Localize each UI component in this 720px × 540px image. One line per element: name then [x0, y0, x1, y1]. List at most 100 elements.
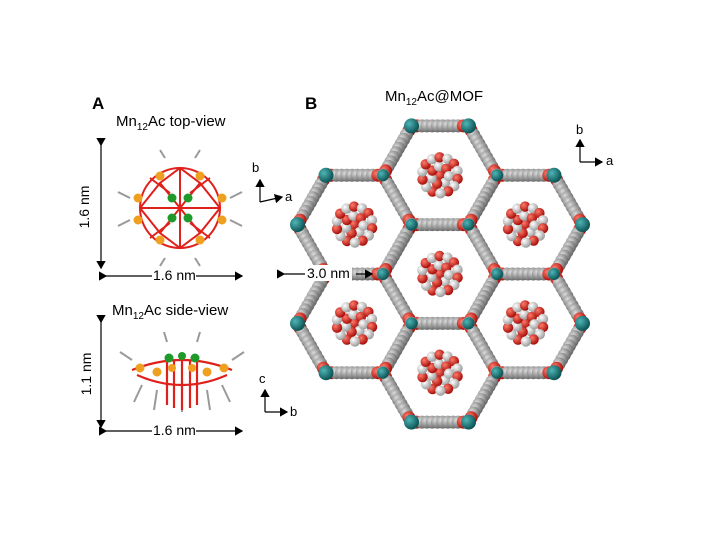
- mn12ac-side-view-structure: [119, 331, 245, 412]
- side-view-width-label: 1.6 nm: [153, 422, 196, 438]
- cluster-atom: [426, 271, 437, 283]
- cluster-atom: [348, 201, 360, 212]
- cluster-atom: [348, 300, 360, 311]
- cluster-atom: [519, 300, 531, 311]
- title-prefix: Mn: [385, 88, 406, 105]
- cluster-atom: [417, 371, 428, 383]
- cluster-atom: [529, 220, 540, 231]
- cluster-atom: [520, 336, 532, 347]
- cluster-atom: [502, 322, 514, 333]
- metal-node: [404, 414, 419, 430]
- b-axis-a-label: a: [606, 153, 614, 168]
- metal-node: [377, 268, 389, 280]
- cluster-atom: [537, 313, 549, 325]
- cluster-atom: [520, 237, 532, 248]
- cluster-atom: [435, 188, 446, 199]
- cluster-atom: [434, 367, 446, 378]
- mn12ac-guest-cluster: [417, 152, 463, 199]
- cluster-atom: [443, 368, 455, 379]
- cluster-atom: [340, 222, 352, 233]
- metal-node: [491, 366, 503, 379]
- top-axis-a-arrow: [259, 193, 284, 204]
- cluster-atom: [340, 321, 352, 332]
- metal-node: [462, 218, 475, 231]
- metal-node: [377, 366, 389, 379]
- cluster-atom: [366, 215, 378, 226]
- cluster-atom: [331, 322, 343, 333]
- mn12ac-guest-cluster: [502, 300, 549, 347]
- metal-node: [461, 414, 476, 430]
- b-axis-b-label: b: [576, 122, 584, 137]
- cluster-atom: [366, 313, 378, 325]
- mn12ac-guest-cluster: [502, 201, 549, 248]
- caption-prefix: Mn: [116, 113, 137, 130]
- cluster-atom: [452, 264, 463, 275]
- cluster-atom: [417, 273, 428, 284]
- mof-metal-nodes: [290, 118, 590, 430]
- cluster-atom: [426, 370, 437, 381]
- cluster-atom: [511, 321, 523, 332]
- cluster-atom: [443, 269, 455, 281]
- cluster-atom: [358, 319, 369, 330]
- top-view-width-label: 1.6 nm: [153, 267, 196, 283]
- caption-sub: 12: [132, 311, 144, 322]
- mn12ac-guest-cluster: [331, 201, 378, 248]
- cluster-atom: [435, 286, 446, 298]
- metal-node: [290, 217, 305, 233]
- metal-node: [575, 217, 590, 233]
- mn12ac-guest-cluster: [417, 349, 463, 396]
- cluster-atom: [434, 152, 445, 163]
- cluster-atom: [443, 171, 455, 182]
- cluster-atom: [349, 219, 360, 230]
- cluster-atom: [452, 165, 463, 177]
- metal-node: [546, 167, 562, 183]
- top-axis-a-label: a: [285, 189, 293, 204]
- metal-node: [462, 317, 475, 330]
- metal-node: [405, 218, 418, 231]
- cluster-atom: [434, 250, 445, 262]
- cluster-atom: [537, 215, 549, 226]
- cluster-atom: [434, 349, 445, 360]
- cluster-atom: [520, 318, 531, 329]
- cluster-atom: [519, 201, 531, 212]
- caption-suffix: Ac top-view: [147, 113, 226, 130]
- mn12ac-top-view-structure: [117, 149, 243, 267]
- side-view-caption: Mn12Ac side-view: [112, 302, 228, 322]
- metal-node: [546, 365, 562, 381]
- cluster-atom: [349, 318, 360, 329]
- caption-prefix: Mn: [112, 302, 133, 319]
- panel-b-title: Mn12Ac@MOF: [385, 88, 483, 108]
- cluster-atom: [349, 336, 361, 347]
- mof-guest-clusters: [331, 152, 549, 396]
- top-view-caption: Mn12Ac top-view: [116, 113, 226, 133]
- cluster-atom: [434, 268, 446, 280]
- title-sub: 12: [405, 97, 417, 108]
- cluster-atom: [331, 223, 343, 235]
- cluster-atom: [434, 170, 446, 181]
- metal-node: [318, 365, 334, 381]
- cluster-atom: [502, 223, 514, 235]
- metal-node: [461, 118, 476, 134]
- metal-node: [491, 268, 503, 280]
- side-axis-b-label: b: [290, 404, 298, 419]
- metal-node: [548, 268, 560, 280]
- title-suffix: Ac@MOF: [416, 88, 484, 105]
- metal-node: [290, 315, 305, 331]
- panel-b-letter: B: [305, 94, 318, 113]
- panel-a-letter: A: [92, 94, 105, 113]
- cluster-atom: [529, 319, 540, 330]
- cluster-atom: [435, 385, 446, 396]
- pore-size-label: 3.0 nm: [305, 265, 352, 281]
- cluster-atom: [452, 363, 463, 374]
- top-axis-b-label: b: [252, 160, 260, 175]
- mn12ac-guest-cluster: [331, 300, 378, 347]
- cluster-atom: [358, 220, 369, 231]
- cluster-atom: [520, 219, 531, 230]
- cluster-atom: [426, 173, 437, 184]
- metal-node: [405, 317, 418, 330]
- caption-sub: 12: [136, 122, 148, 133]
- metal-node: [318, 167, 334, 183]
- metal-node: [404, 118, 419, 134]
